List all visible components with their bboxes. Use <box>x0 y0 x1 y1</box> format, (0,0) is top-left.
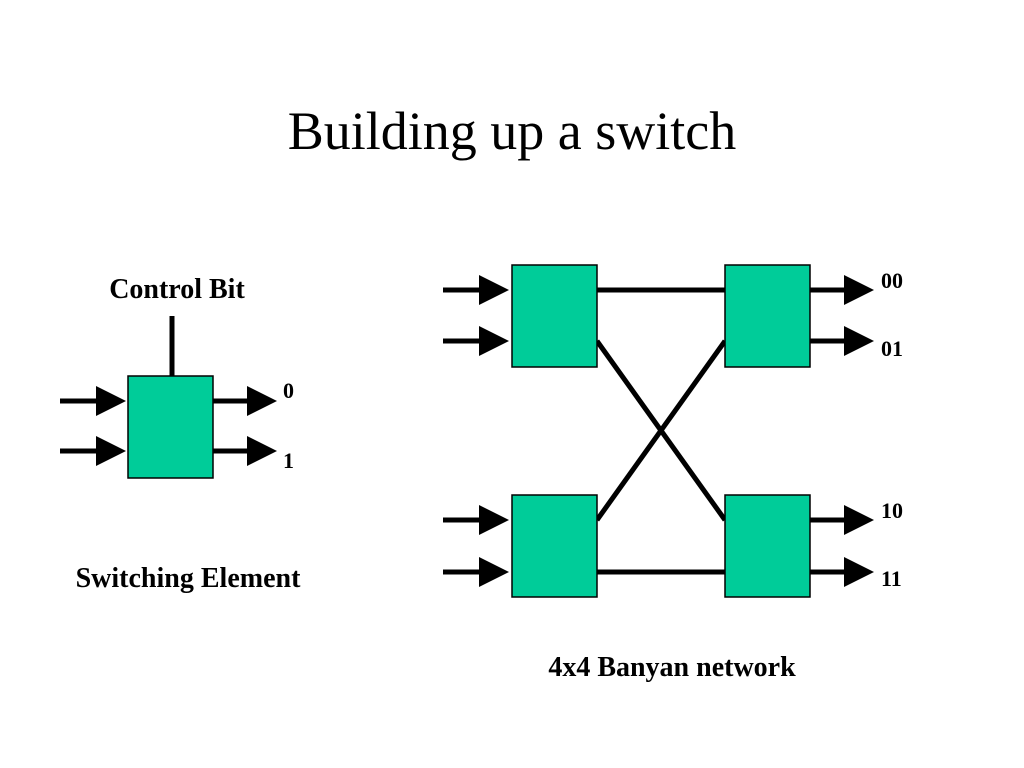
banyan-link-cross-up <box>594 339 728 522</box>
se-output-label-0: 0 <box>283 378 294 403</box>
slide-title: Building up a switch <box>287 101 737 161</box>
banyan-network-group: 00 01 10 11 4x4 Banyan network <box>443 264 903 683</box>
banyan-output-label-01: 01 <box>881 336 903 361</box>
switching-element-caption: Switching Element <box>76 563 301 594</box>
control-bit-label: Control Bit <box>109 274 245 305</box>
banyan-switch-stage1-bottom <box>511 494 598 598</box>
banyan-switch-stage2-top <box>724 264 811 368</box>
switching-element-group: Control Bit 0 1 Switching Element <box>60 274 301 594</box>
banyan-output-label-00: 00 <box>881 268 903 293</box>
banyan-output-label-10: 10 <box>881 498 903 523</box>
banyan-output-label-11: 11 <box>881 566 902 591</box>
se-output-label-1: 1 <box>283 448 294 473</box>
banyan-switch-stage2-bottom <box>724 494 811 598</box>
banyan-caption: 4x4 Banyan network <box>548 652 796 683</box>
switching-element-box <box>127 375 214 479</box>
banyan-switch-stage1-top <box>511 264 598 368</box>
